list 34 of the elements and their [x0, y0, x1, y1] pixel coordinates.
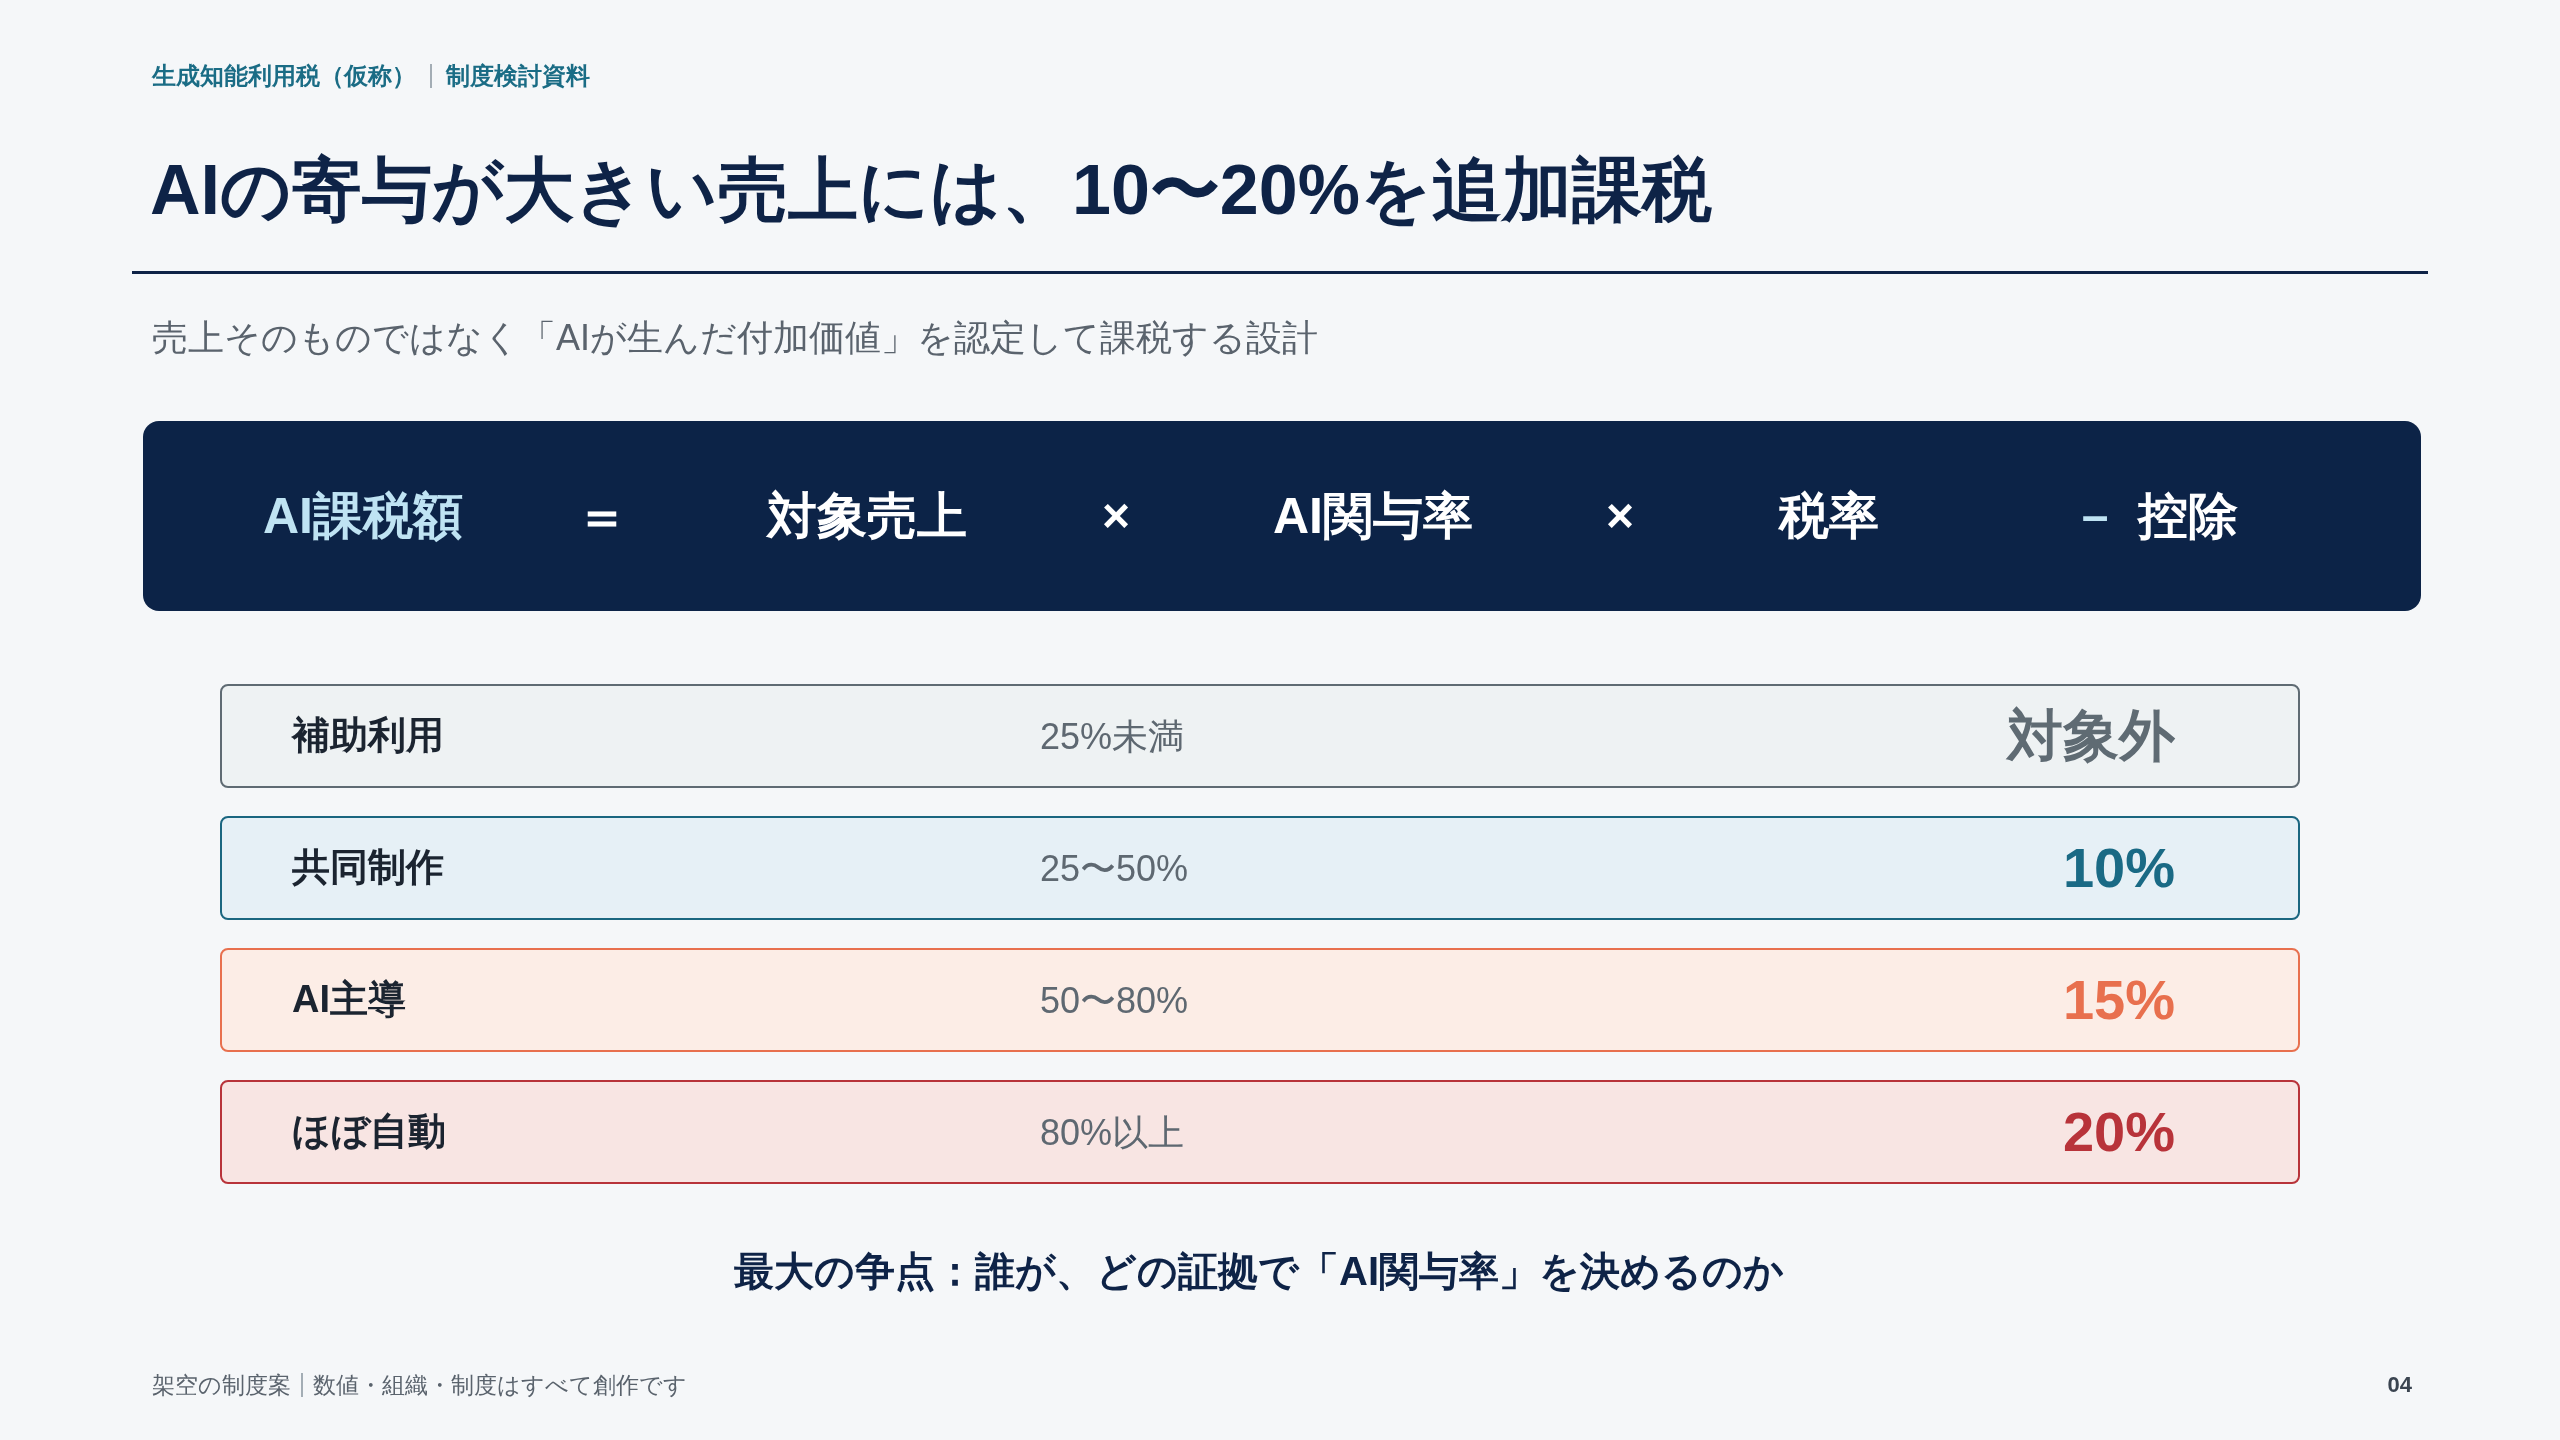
ratio-range: 80%以上 [1040, 1110, 1185, 1155]
ratio-range: 50〜80% [1040, 978, 1189, 1023]
formula-term: AI関与率 [1273, 486, 1473, 546]
tax-rate: 15% [2062, 967, 2175, 1033]
tax-rate: 20% [2062, 1099, 2175, 1165]
tax-rate: 10% [2062, 835, 2175, 901]
operator-sign: － [2070, 486, 2120, 546]
tier-row [220, 1080, 2300, 1184]
tier-row [220, 684, 2300, 788]
ratio-range: 25%未満 [1040, 714, 1185, 759]
tier-name: ほぼ自動 [292, 1109, 446, 1155]
operator-sign: ＝ [576, 486, 628, 547]
formula-term: 控除 [2138, 486, 2238, 546]
key-question: 最大の争点：誰が、どの証拠で「AI関与率」を決めるのか [734, 1248, 1784, 1295]
document-label: 生成知能利用税（仮称） [152, 61, 416, 91]
footer-note: 数値・組織・制度はすべて創作です [313, 1370, 687, 1400]
operator-sign: × [1606, 488, 1634, 544]
formula-term: AI課税額 [263, 486, 463, 546]
subtitle: 売上そのものではなく「AIが生んだ付加価値」を認定して課税する設計 [152, 316, 1318, 360]
formula-term: 税率 [1779, 486, 1879, 546]
footer-note: 架空の制度案 [152, 1370, 291, 1400]
ratio-range: 25〜50% [1040, 846, 1189, 891]
tier-row [220, 816, 2300, 920]
tier-name: 共同制作 [292, 845, 444, 891]
tier-row [220, 948, 2300, 1052]
page-number: 04 [2387, 1371, 2412, 1399]
tier-name: 補助利用 [292, 713, 444, 759]
tax-rate: 対象外 [2007, 703, 2175, 769]
formula-banner [143, 421, 2421, 611]
operator-sign: × [1102, 488, 1130, 544]
tier-name: AI主導 [292, 977, 406, 1023]
slide-title: AIの寄与が大きい売上には、10〜20%を追加課税 [150, 150, 1712, 231]
formula-term: 対象売上 [767, 486, 967, 546]
document-label: 制度検討資料 [446, 61, 590, 91]
